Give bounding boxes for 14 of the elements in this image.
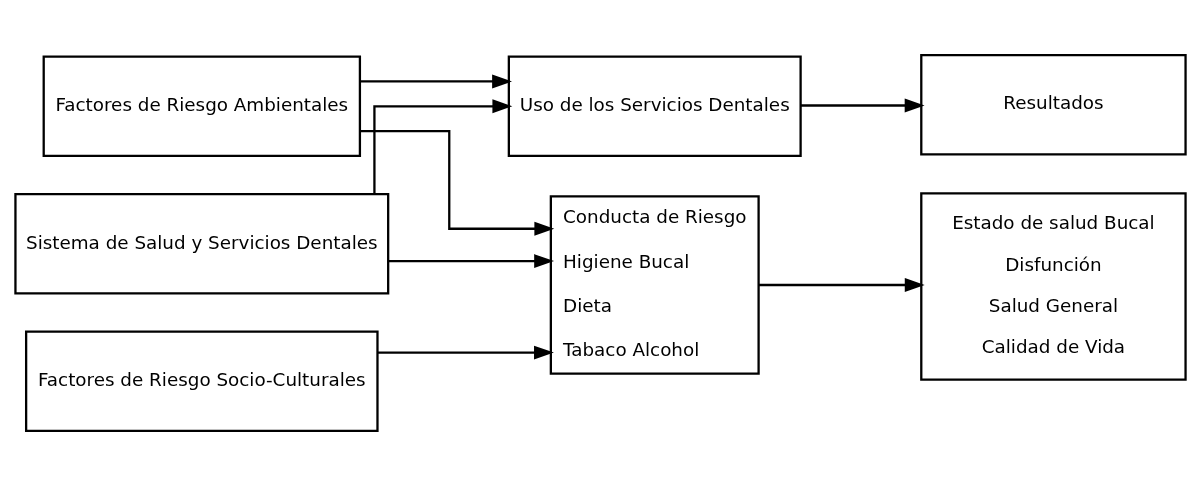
node-box: Factores de Riesgo Ambientales [42,55,362,157]
arrow [800,98,925,112]
arrow [377,345,554,360]
node-box: Estado de salud Bucal Disfunción Salud General Calidad de Vida [920,191,1187,381]
arrow [360,74,512,88]
arrow [758,277,925,292]
node-box: Uso de los Servicios Dentales [507,55,802,157]
node-box: Conducta de Riesgo Higiene Bucal Dieta Tabaco Alcohol [549,194,760,375]
arrow [359,129,555,236]
arrow [373,98,513,194]
node-box: Resultados [920,53,1187,156]
node-box: Factores de Riesgo Socio-Culturales [25,329,379,432]
arrow [388,253,555,268]
node-box: Sistema de Salud y Servicios Dentales [14,192,390,295]
